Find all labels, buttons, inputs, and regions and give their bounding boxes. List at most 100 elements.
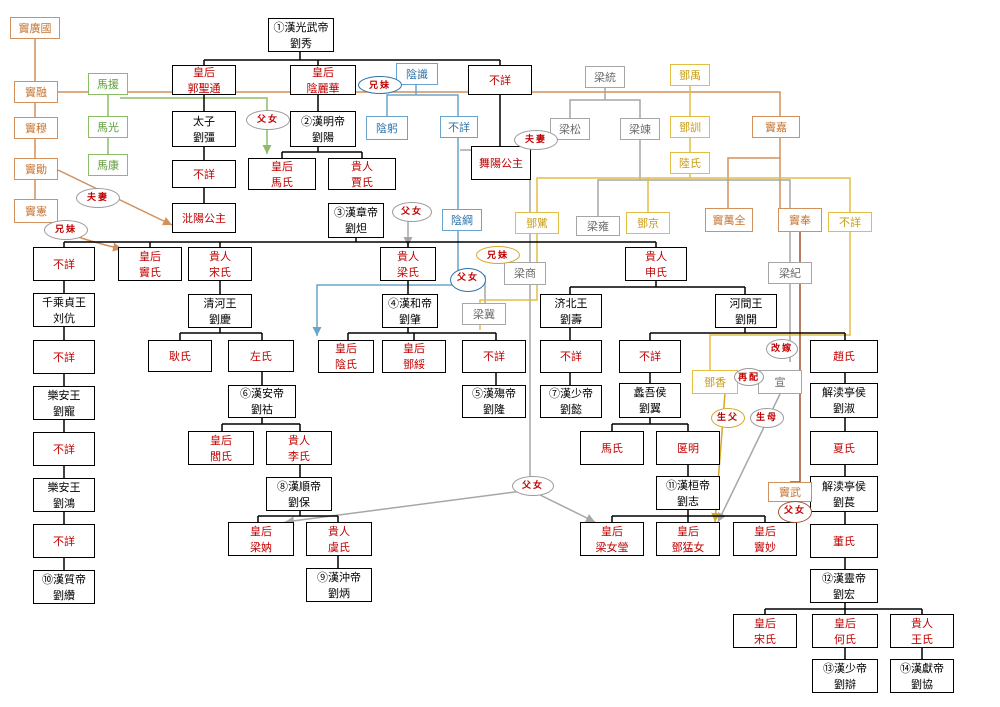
node-empress-dou: 皇后竇氏 xyxy=(118,247,182,281)
node-xiedu-2: 解渎亭侯劉萇 xyxy=(810,476,878,512)
node-ma-guang: 馬光 xyxy=(88,116,128,138)
node-deng-yu: 鄧禹 xyxy=(670,64,710,86)
relation-shengfu: 生父 xyxy=(711,408,745,428)
relation-xiongmei-deng: 兄妹 xyxy=(476,246,520,264)
imperial-line xyxy=(281,95,363,158)
node-mingdi: ②漢明帝劉陽 xyxy=(290,111,356,147)
imperial-line xyxy=(179,281,263,385)
node-unknown-c: 不詳 xyxy=(33,432,95,466)
relation-funv-ma: 父女 xyxy=(246,110,290,130)
relation-funv-liang-shang: 父女 xyxy=(512,476,554,496)
node-xuan: 宣 xyxy=(758,370,802,394)
node-empress-guo: 皇后郭聖通 xyxy=(172,65,236,95)
node-unknown-qinyang-parent: 不詳 xyxy=(172,160,236,188)
node-zhangdi: ③漢章帝劉炟 xyxy=(328,203,384,238)
imperial-line xyxy=(257,511,339,568)
node-guangwu: ①漢光武帝劉秀 xyxy=(268,18,334,52)
node-dou-xun: 竇勛 xyxy=(14,158,58,180)
imperial-line xyxy=(569,281,746,294)
node-yin-jiu: 陰躬 xyxy=(366,116,408,140)
node-lingdi: ⑫漢靈帝劉宏 xyxy=(810,569,878,603)
relation-zaipei: 再配 xyxy=(734,368,764,386)
imperial-line xyxy=(844,648,923,659)
node-unknown-top: 不詳 xyxy=(468,65,532,95)
node-consort-song: 貴人宋氏 xyxy=(188,247,252,281)
node-zuo: 左氏 xyxy=(228,340,294,372)
relation-funv-yin: 父女 xyxy=(450,268,486,292)
imperial-line xyxy=(611,373,689,476)
relation-fuqi-liang-wuyang: 夫妻 xyxy=(514,130,558,150)
node-ma-shi: 馬氏 xyxy=(580,431,644,465)
node-consort-li: 貴人李氏 xyxy=(266,431,332,465)
node-unknown-shang-mother: 不詳 xyxy=(462,340,526,373)
node-empress-liang-nvying: 皇后梁女瑩 xyxy=(580,522,644,556)
node-empress-he: 皇后何氏 xyxy=(812,614,878,648)
node-consort-shen: 貴人申氏 xyxy=(625,247,687,281)
node-andi: ⑥漢安帝劉祜 xyxy=(228,385,296,418)
node-shundi: ⑧漢順帝劉保 xyxy=(266,477,332,511)
node-dou-jia: 竇嘉 xyxy=(752,116,800,138)
node-unknown-li-mother: 不詳 xyxy=(619,340,681,373)
relation-xiongmei-dou: 兄妹 xyxy=(44,220,88,240)
dou-clan-line xyxy=(56,91,781,208)
imperial-line xyxy=(649,328,846,340)
node-xia: 夏氏 xyxy=(810,431,878,465)
yin-to-yin-empress-line xyxy=(312,231,459,336)
node-lu-shi: 陸氏 xyxy=(670,152,710,174)
node-hedi: ④漢和帝劉肇 xyxy=(382,294,438,328)
imperial-line xyxy=(764,603,923,614)
node-hejian: 河間王劉開 xyxy=(715,294,777,328)
node-liang-shang: 梁商 xyxy=(504,262,546,285)
ma-to-empress-line xyxy=(120,97,272,154)
relation-fuqi-dou-qinyang: 夫妻 xyxy=(76,188,120,208)
node-shaodi-13: ⑬漢少帝劉辯 xyxy=(812,659,878,693)
node-liwu: 蠡吾侯劉翼 xyxy=(619,383,681,418)
node-deng-xiang: 鄧香 xyxy=(692,370,738,394)
node-princess-qinyang: 沘陽公主 xyxy=(172,203,236,233)
node-dou-guangguo: 竇廣國 xyxy=(10,17,60,39)
node-liang-tong: 梁統 xyxy=(585,66,625,88)
node-empress-deng-sui: 皇后鄧綏 xyxy=(382,340,446,373)
imperial-line xyxy=(221,418,301,477)
node-unknown-deng: 不詳 xyxy=(828,212,872,232)
node-empress-yin-lihua: 皇后陰麗華 xyxy=(290,65,356,95)
node-unknown-b: 不詳 xyxy=(33,340,95,374)
node-taizi: 太子劉彊 xyxy=(172,111,236,147)
liang-clan-line xyxy=(569,88,791,362)
node-empress-song: 皇后宋氏 xyxy=(733,614,797,648)
node-empress-deng-mengnv: 皇后鄧猛女 xyxy=(656,522,720,556)
imperial-line xyxy=(203,52,501,65)
relation-funv-dou-wu: 父女 xyxy=(778,501,812,523)
node-empress-yan: 皇后閻氏 xyxy=(188,431,254,465)
node-chongdi: ⑨漢沖帝劉炳 xyxy=(306,568,372,602)
node-deng-jing: 鄧京 xyxy=(626,212,670,234)
node-lean-wang-1: 樂安王劉寵 xyxy=(33,386,95,420)
node-consort-liang: 貴人梁氏 xyxy=(380,247,436,281)
imperial-line xyxy=(347,281,497,340)
node-deng-zhi: 鄧騭 xyxy=(515,212,559,234)
deng-clan-line xyxy=(536,86,851,370)
node-huandi: ⑪漢桓帝劉志 xyxy=(656,476,720,510)
node-lean-wang-2: 樂安王劉鴻 xyxy=(33,478,95,512)
node-jibei: 济北王劉壽 xyxy=(540,294,602,328)
relation-shengmu: 生母 xyxy=(750,408,784,428)
node-shaodi-7: ⑦漢少帝劉懿 xyxy=(540,385,602,418)
node-consort-yu: 貴人虞氏 xyxy=(306,522,372,556)
node-unknown-yin: 不詳 xyxy=(440,116,478,138)
node-liang-yong: 梁雍 xyxy=(576,216,620,236)
node-ma-kang: 馬康 xyxy=(88,154,128,176)
node-dou-feng: 竇奉 xyxy=(778,208,822,232)
node-deng-xun: 鄧訓 xyxy=(670,116,710,138)
node-xiandi: ⑭漢獻帝劉協 xyxy=(890,659,954,693)
node-yin-gang: 陰綱 xyxy=(442,209,482,231)
node-liang-ji: 梁紀 xyxy=(768,262,812,284)
node-zhidi: ⑩漢質帝劉纘 xyxy=(33,570,95,604)
node-dou-xian: 竇憲 xyxy=(14,199,58,223)
node-zhao: 趙氏 xyxy=(810,340,878,373)
node-yanming: 匽明 xyxy=(656,431,720,465)
node-yin-shi: 陰識 xyxy=(396,63,438,85)
node-princess-wuyang: 舞陽公主 xyxy=(471,146,531,180)
imperial-line xyxy=(63,238,657,247)
node-liang-dong: 梁竦 xyxy=(620,118,660,140)
